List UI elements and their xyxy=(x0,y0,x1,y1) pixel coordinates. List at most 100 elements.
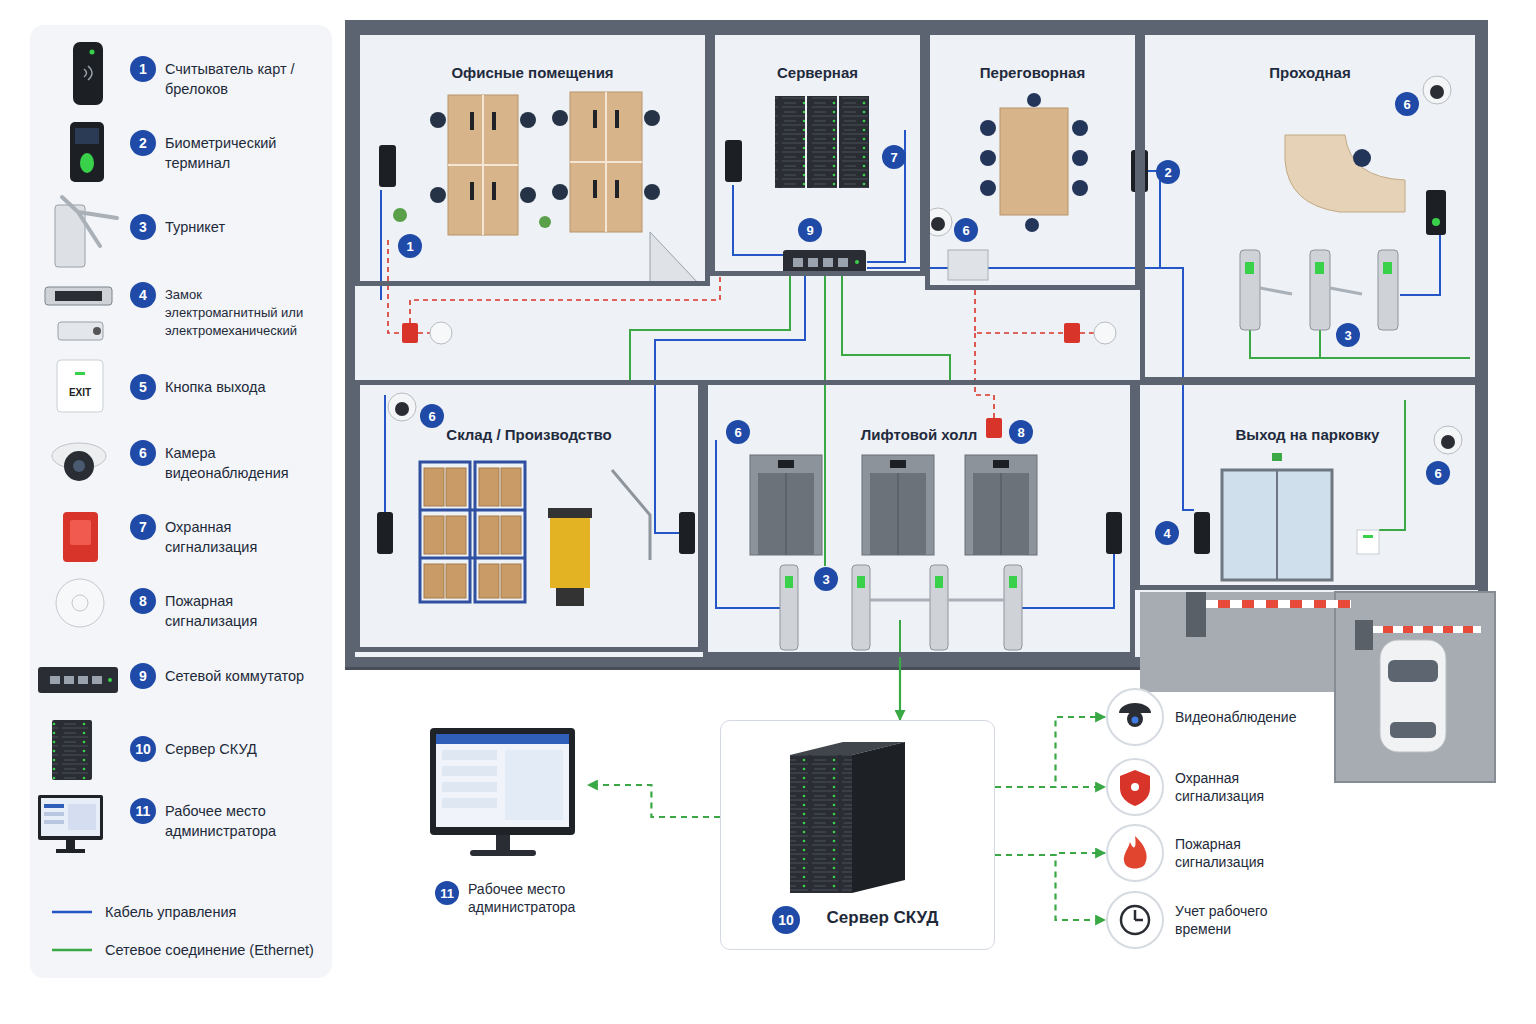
legend-text: Турникет xyxy=(165,217,315,237)
office-furniture xyxy=(470,182,474,200)
room-area: Проходная xyxy=(1140,30,1480,382)
lock-icon xyxy=(93,327,101,335)
cargo-box xyxy=(446,468,466,506)
biometric-icon xyxy=(75,128,99,144)
callout-badge: 8 xyxy=(130,588,156,614)
elevators xyxy=(1001,473,1002,555)
connector xyxy=(899,657,901,720)
callout-badge: 11 xyxy=(435,881,459,905)
admin-monitor xyxy=(496,835,510,851)
turnstiles xyxy=(780,250,1398,650)
biometric-icon xyxy=(70,122,104,182)
camera xyxy=(1423,76,1451,104)
elevators xyxy=(965,455,1037,555)
cargo-box xyxy=(446,564,466,598)
callout-badge: 7 xyxy=(882,145,906,169)
meeting-furniture xyxy=(980,150,996,166)
lock-icon xyxy=(45,287,112,340)
meeting-furniture xyxy=(1072,180,1088,196)
warehouse xyxy=(548,508,592,518)
office-furniture xyxy=(552,184,568,200)
legend-line-samples xyxy=(52,912,92,950)
callout-badge: 3 xyxy=(130,214,156,240)
monitor-icon xyxy=(44,820,64,824)
office-furniture xyxy=(615,110,619,128)
admin-monitor xyxy=(442,782,497,792)
exit-button-icon xyxy=(75,372,85,375)
turnstiles xyxy=(780,565,798,650)
card-reader xyxy=(679,512,695,554)
office-furniture xyxy=(593,110,597,128)
turnstiles xyxy=(1004,565,1022,650)
elevators xyxy=(786,473,787,555)
parking-area xyxy=(1355,620,1373,650)
parking-area xyxy=(1390,722,1436,738)
service-circle xyxy=(1124,836,1147,869)
monitor-icon xyxy=(38,795,103,853)
callout-number: 3 xyxy=(822,572,829,587)
cargo-box xyxy=(501,516,521,554)
node-text: Выход на парковку xyxy=(1140,425,1475,444)
callout-badge: 4 xyxy=(1155,521,1179,545)
room-area: Склад / Производство xyxy=(355,380,703,652)
legend-text: Сетевой коммутатор xyxy=(165,666,315,686)
admin-monitor xyxy=(430,728,575,856)
office-furniture xyxy=(615,180,619,198)
biometric-terminal xyxy=(1432,218,1440,226)
biometric-icon xyxy=(70,122,104,182)
server-box: Сервер СКУД xyxy=(720,720,995,950)
camera-icon xyxy=(64,451,94,481)
warehouse xyxy=(420,462,470,602)
admin-monitor xyxy=(442,766,497,776)
node-text: Склад / Производство xyxy=(360,425,698,444)
alarm-icon xyxy=(63,512,98,562)
elevators xyxy=(778,460,794,468)
smoke-detector-icon xyxy=(56,579,104,627)
legend-text: Сетевое соединение (Ethernet) xyxy=(105,940,325,960)
node-text: Сервер СКУД xyxy=(721,907,994,929)
office-furniture xyxy=(520,187,536,203)
office-furniture xyxy=(650,232,700,285)
callout-badge: 6 xyxy=(1426,461,1450,485)
service-item: Учет рабочего времени xyxy=(1105,892,1323,948)
alarm-icon xyxy=(70,520,91,545)
elevators xyxy=(862,455,934,555)
service-circle xyxy=(1107,759,1163,815)
network-switch xyxy=(838,258,848,267)
office-furniture xyxy=(570,92,642,232)
turnstiles xyxy=(852,565,870,650)
callout-number: 2 xyxy=(1164,165,1171,180)
exit-button-icon xyxy=(57,360,103,412)
server-icon xyxy=(52,720,92,780)
switch-icon xyxy=(92,676,102,684)
node-text: Серверная xyxy=(715,63,920,82)
office-furniture xyxy=(430,112,446,128)
callout-badge: 1 xyxy=(130,56,156,82)
office-furniture xyxy=(492,112,496,130)
server-racks xyxy=(807,96,837,188)
callout-badge: 3 xyxy=(814,567,838,591)
legend-text: Кабель управления xyxy=(105,902,325,922)
callout-number: 3 xyxy=(1344,328,1351,343)
legend-line-samples xyxy=(52,949,92,952)
service-circle xyxy=(1107,689,1163,948)
callout-badge: 6 xyxy=(726,420,750,444)
callout-badge: 6 xyxy=(954,218,978,242)
callout-badge: 6 xyxy=(420,404,444,428)
callout-number: 8 xyxy=(139,593,147,609)
callout-badge: 6 xyxy=(130,440,156,466)
reception xyxy=(1353,149,1371,167)
warehouse xyxy=(475,462,525,602)
office-furniture xyxy=(539,216,551,228)
biometric-terminal xyxy=(1426,190,1446,235)
legend-text: Биометрический терминал xyxy=(165,133,315,173)
service-circle xyxy=(1107,825,1163,881)
glass-door xyxy=(1276,470,1278,580)
building xyxy=(345,25,1488,670)
service-circle xyxy=(1121,906,1149,934)
network-switch xyxy=(808,258,818,267)
callout-number: 11 xyxy=(440,886,454,901)
